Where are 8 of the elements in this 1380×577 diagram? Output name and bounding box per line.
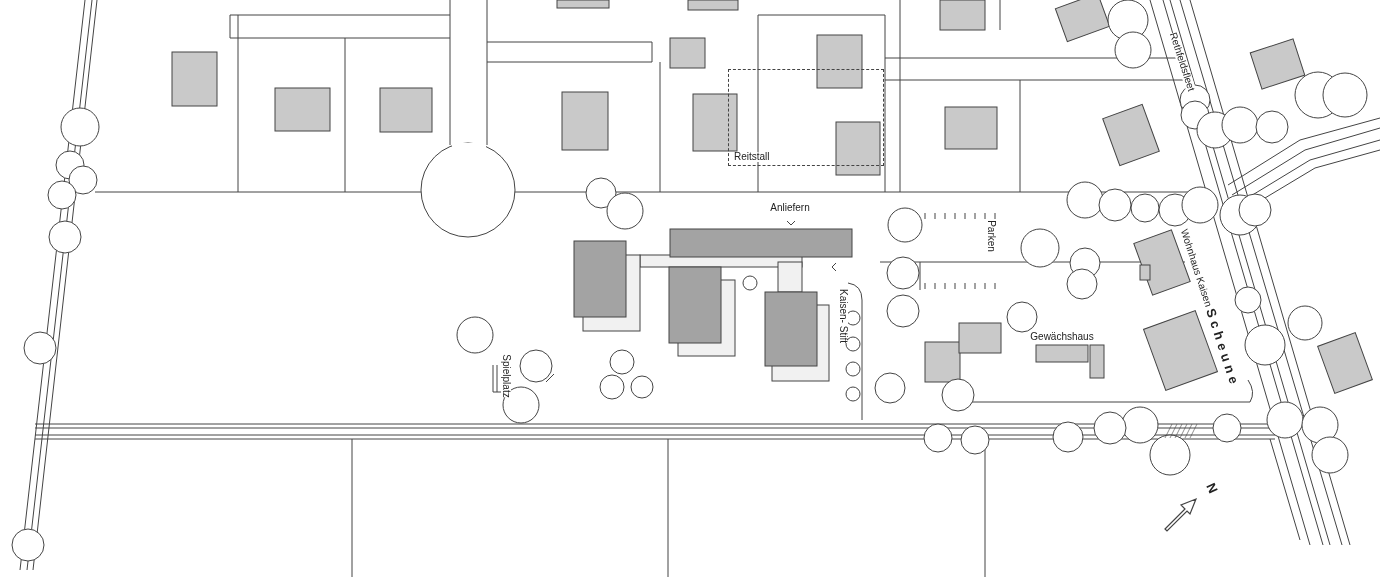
map-label: Spielplatz bbox=[501, 354, 511, 398]
map-label: Anliefern bbox=[770, 203, 810, 213]
building-label: Reitstall bbox=[734, 152, 770, 162]
riding-stable-outline bbox=[728, 69, 884, 166]
map-label: Parken bbox=[986, 220, 996, 252]
map-label: Kaisen- Stift bbox=[838, 289, 848, 343]
map-label: Gewächshaus bbox=[1030, 332, 1094, 342]
map-label: N bbox=[1204, 481, 1222, 499]
